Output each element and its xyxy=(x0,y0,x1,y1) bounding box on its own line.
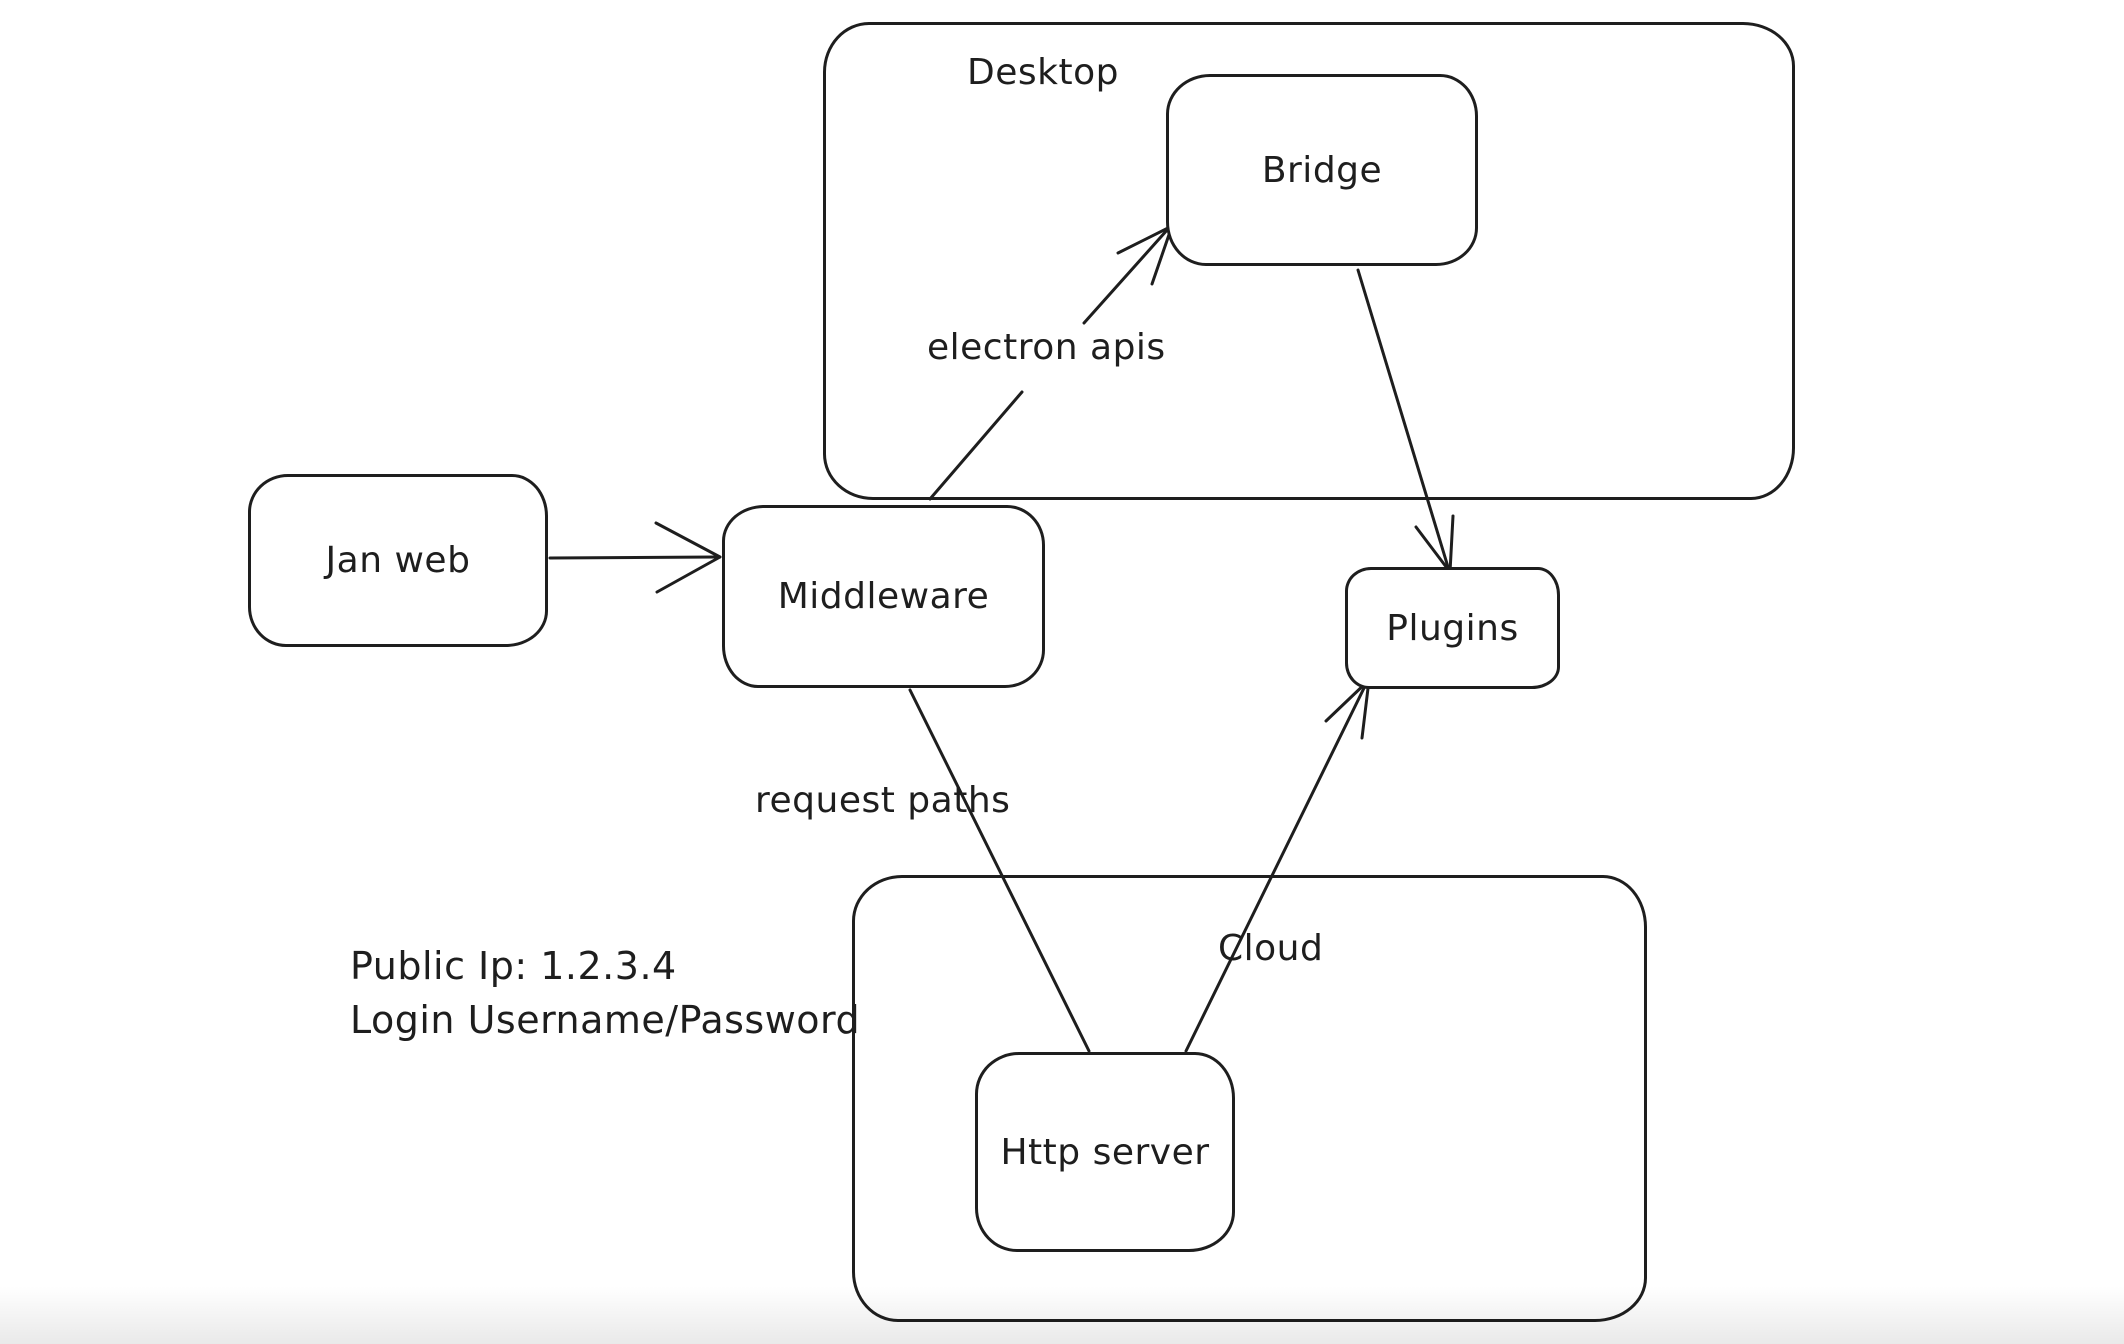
annotation-login: Login Username/Password xyxy=(350,997,861,1042)
arrow-middleware-to-http-server[interactable] xyxy=(908,688,1091,1053)
node-middleware-label: Middleware xyxy=(777,576,990,617)
edge-label-request-paths[interactable]: request paths xyxy=(755,780,1011,821)
annotation-credentials[interactable]: Public Ip: 1.2.3.4 Login Username/Passwo… xyxy=(350,940,860,1048)
annotation-public-ip: Public Ip: 1.2.3.4 xyxy=(350,944,677,988)
arrow-bridge-to-plugins[interactable] xyxy=(1356,268,1455,574)
node-jan-web-label: Jan web xyxy=(325,540,471,581)
node-http-server[interactable]: Http server xyxy=(975,1052,1235,1252)
edge-label-electron-apis[interactable]: electron apis xyxy=(927,327,1166,368)
node-bridge[interactable]: Bridge xyxy=(1166,74,1478,266)
arrow-jan-web-to-middleware[interactable] xyxy=(548,521,722,594)
node-bridge-label: Bridge xyxy=(1261,149,1383,191)
desktop-container[interactable] xyxy=(823,22,1795,500)
node-jan-web[interactable]: Jan web xyxy=(248,474,548,647)
desktop-container-label: Desktop xyxy=(967,52,1119,93)
node-plugins[interactable]: Plugins xyxy=(1345,567,1560,689)
node-http-server-label: Http server xyxy=(1000,1131,1210,1173)
cloud-container[interactable] xyxy=(852,875,1647,1322)
node-plugins-label: Plugins xyxy=(1386,607,1519,649)
node-middleware[interactable]: Middleware xyxy=(722,505,1045,688)
cloud-container-label: Cloud xyxy=(1218,928,1324,969)
